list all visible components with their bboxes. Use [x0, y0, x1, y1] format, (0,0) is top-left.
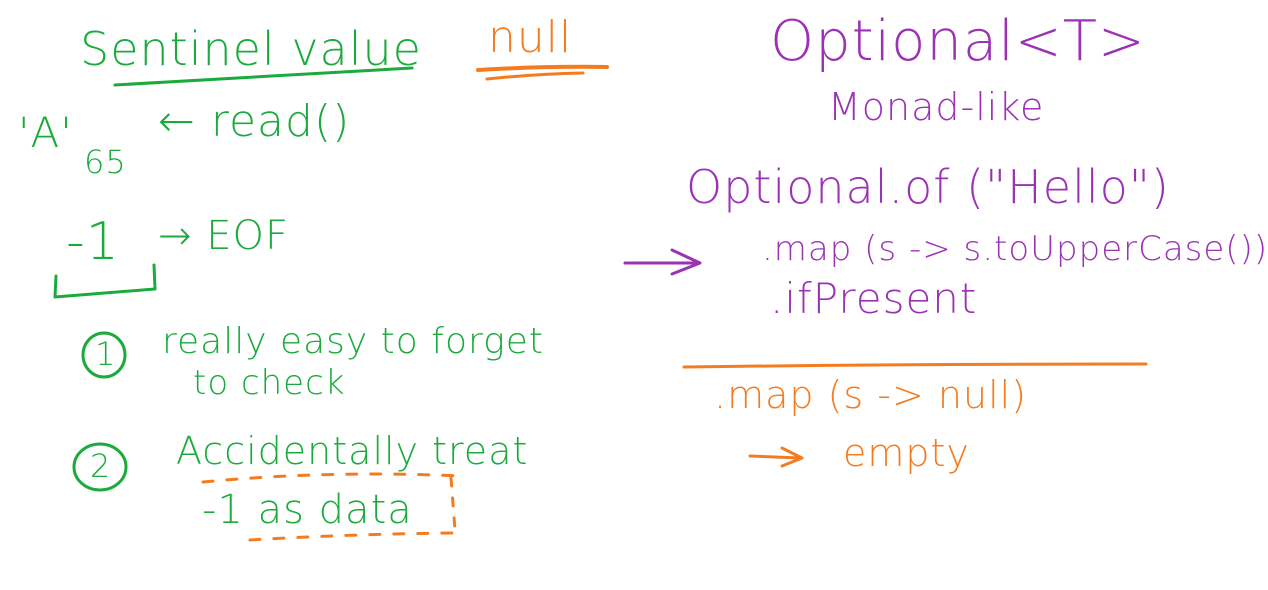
- code-map-to-upper: .map (s -> s.toUpperCase()): [762, 229, 1268, 269]
- dashed-highlight-bottom: [248, 531, 457, 542]
- null-underline-2: [485, 71, 585, 81]
- eof-arrow: → EOF: [158, 213, 289, 259]
- code-if-present: .ifPresent: [770, 274, 978, 323]
- point-2-circle: [72, 442, 128, 492]
- null-label: null: [488, 12, 573, 63]
- dashed-highlight-top: [201, 472, 462, 484]
- code-empty: empty: [843, 431, 970, 475]
- dashed-highlight-side: [449, 476, 457, 532]
- code-optional-of: Optional.of ("Hello"): [686, 160, 1170, 214]
- point-1-text-line-2: to check: [193, 363, 346, 403]
- point-2-number: 2: [90, 447, 112, 485]
- code-map-null: .map (s -> null): [714, 373, 1028, 417]
- sentinel-underline: [113, 66, 414, 87]
- arrow-to-empty: [748, 446, 804, 468]
- minus-one: -1: [66, 212, 120, 272]
- point-2-text-line-1: Accidentally treat: [176, 429, 529, 473]
- sentinel-value-heading: Sentinel value: [80, 22, 422, 76]
- orange-divider: [682, 362, 1148, 369]
- point-1-number: 1: [95, 335, 117, 373]
- point-2-text-line-2: -1 as data: [202, 487, 413, 533]
- read-call: ← read(): [158, 96, 351, 147]
- optional-heading: Optional<T>: [770, 9, 1146, 74]
- code-65: 65: [84, 143, 127, 181]
- minus-one-bracket: [53, 263, 157, 299]
- null-underline-1: [476, 64, 609, 72]
- point-1-text-line-1: really easy to forget: [162, 321, 545, 362]
- arrow-to-map: [623, 248, 702, 276]
- monad-like-subheading: Monad-like: [828, 85, 1045, 129]
- char-a-literal: 'A': [18, 108, 73, 157]
- point-1-circle: [81, 331, 127, 379]
